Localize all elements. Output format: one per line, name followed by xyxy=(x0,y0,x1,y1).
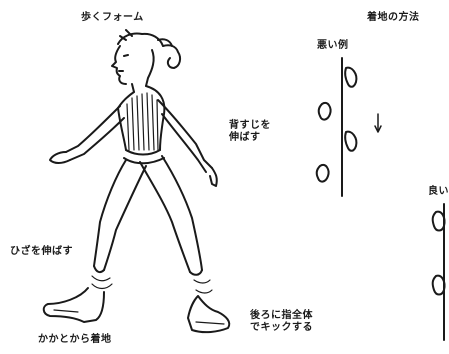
footprint xyxy=(319,103,331,120)
back-straight-line1: 背すじを xyxy=(229,120,271,132)
bad-example-label: 悪い例 xyxy=(317,40,349,52)
direction-arrow-icon xyxy=(375,114,381,132)
kick-line2: でキックする xyxy=(250,322,313,334)
footprint xyxy=(433,212,445,231)
footprint xyxy=(345,68,356,87)
footprint xyxy=(345,132,356,151)
heel-landing-caption: かかとから着地 xyxy=(38,334,112,346)
back-straight-line2: 伸ばす xyxy=(229,132,271,144)
section-title-landing-method: 着地の方法 xyxy=(367,12,420,24)
walking-woman-figure xyxy=(44,30,230,332)
good-example-diagram xyxy=(433,204,445,340)
good-example-label: 良い xyxy=(428,186,449,198)
footprint xyxy=(317,165,329,182)
kick-line1: 後ろに指全体 xyxy=(250,310,313,322)
section-title-walking-form: 歩くフォーム xyxy=(81,12,144,24)
knee-stretch-caption: ひざを伸ばす xyxy=(10,246,73,258)
footprint xyxy=(433,276,445,295)
bad-example-diagram xyxy=(317,58,381,196)
kick-caption: 後ろに指全体 でキックする xyxy=(250,310,313,334)
back-straight-caption: 背すじを 伸ばす xyxy=(229,120,271,144)
